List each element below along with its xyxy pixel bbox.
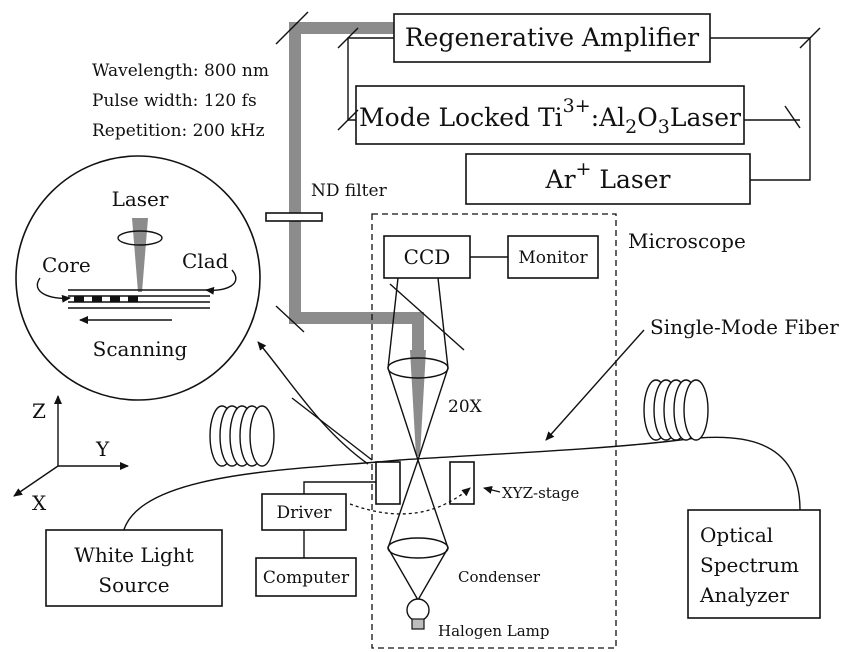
objective-label: 20X [448, 397, 483, 417]
focused-beam [410, 350, 426, 456]
zoom-arrow-line [291, 397, 373, 461]
mirror-bottom [275, 305, 305, 333]
osa-label-2: Spectrum [700, 553, 799, 577]
spec-pulse-width: Pulse width: 120 fs [92, 91, 257, 111]
axis-x-label: X [32, 491, 47, 515]
zoom-arrow [257, 341, 369, 465]
driver-label: Driver [277, 503, 333, 523]
optical-spectrum-analyzer-box [687, 509, 821, 619]
microscope-label: Microscope [628, 229, 746, 253]
halogen-lamp-icon [406, 598, 430, 630]
mirror-top [275, 11, 309, 45]
spec-wavelength: Wavelength: 800 nm [92, 61, 269, 81]
white-light-source-box [45, 529, 223, 607]
osa-label-1: Optical [700, 523, 773, 547]
laser-beam-path [289, 22, 424, 360]
inset-grating-marks [74, 296, 138, 302]
argon-laser-box [465, 153, 751, 205]
objective-lens [387, 357, 449, 379]
nd-filter-plate [265, 212, 323, 222]
stage-arrow-right [483, 486, 501, 494]
inset-laser-cone [132, 218, 148, 292]
amp-mirror-left [337, 27, 359, 49]
condenser-label: Condenser [458, 568, 541, 586]
ti-sapphire-laser-label: Mode Locked Ti3+:Al2O3Laser [359, 95, 741, 138]
ti-mirror-right [784, 105, 801, 129]
spec-repetition: Repetition: 200 kHz [92, 121, 265, 141]
axis-z-label: Z [32, 399, 46, 423]
ti-sapphire-laser-box [355, 85, 745, 145]
single-mode-fiber [121, 436, 801, 539]
inset-clad-label: Clad [182, 249, 229, 273]
axis-y-label: Y [95, 437, 110, 461]
ccd-box [383, 235, 471, 279]
inset-scanning-label: Scanning [93, 337, 188, 361]
monitor-label: Monitor [518, 248, 588, 268]
regenerative-amplifier-label: Regenerative Amplifier [405, 23, 699, 52]
white-light-source-label-1: White Light [74, 543, 193, 567]
inset-clad-arrow [205, 269, 237, 295]
coordinate-axes [13, 395, 129, 497]
inset-laser-label: Laser [112, 187, 169, 211]
condenser-lens [387, 537, 449, 559]
monitor-box [507, 235, 599, 279]
amp-mirror-right [799, 27, 821, 49]
inset-lens [117, 230, 163, 246]
beam-splitter [389, 283, 465, 351]
halogen-lamp-label: Halogen Lamp [438, 622, 550, 640]
ti-mirror-left [337, 109, 359, 131]
stage-block-left [375, 461, 401, 505]
stage-drive-arc [349, 487, 471, 515]
nd-filter-label: ND filter [311, 181, 388, 201]
inset-core-arrow [36, 277, 71, 303]
ti-laser-optical-path [347, 37, 394, 121]
stage-block-right [449, 461, 475, 505]
microscope-enclosure [371, 213, 617, 649]
computer-box [255, 557, 357, 597]
inset-core-label: Core [42, 253, 91, 277]
white-light-source-label-2: Source [98, 573, 169, 597]
fiber-label: Single-Mode Fiber [650, 315, 839, 339]
argon-laser-label: Ar+ Laser [545, 158, 671, 194]
regenerative-amplifier-box [393, 13, 711, 63]
osa-label-3: Analyzer [699, 583, 789, 607]
xyz-stage-label: XYZ-stage [502, 484, 579, 502]
ccd-label: CCD [404, 245, 451, 269]
amplifier-optical-path [710, 37, 811, 181]
fiber-coil-left-icon [209, 405, 275, 467]
driver-stage-cable [303, 481, 376, 494]
fiber-callout-arrow [545, 329, 645, 441]
fiber-coil-right-icon [643, 379, 709, 441]
computer-label: Computer [263, 568, 350, 588]
